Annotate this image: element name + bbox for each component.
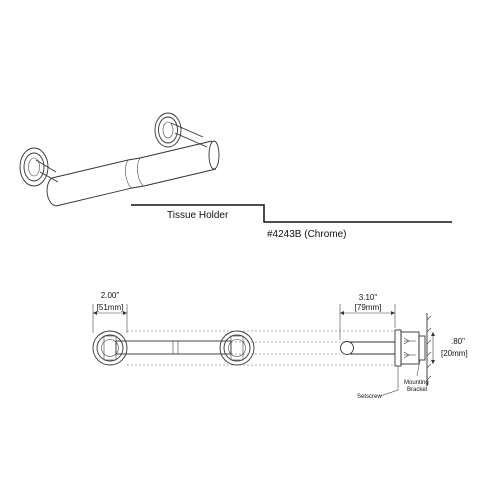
left-rosette: [19, 147, 49, 187]
side-post: [350, 341, 395, 355]
side-rosette-plate: [394, 329, 420, 367]
projection-metric: [79mm]: [355, 303, 382, 312]
rosette-width-imperial: 2.00": [101, 291, 120, 300]
projection-guide-lines: [127, 330, 395, 366]
tissue-bar: [46, 140, 220, 207]
mounting-bracket: [418, 335, 426, 361]
model-number: #4243B (Chrome): [267, 229, 346, 240]
side-elevation-view: [340, 313, 432, 386]
front-left-rosette: [92, 330, 128, 366]
product-name: Tissue Holder: [167, 210, 229, 221]
isometric-product-illustration: [19, 112, 220, 207]
side-bar-end: [340, 341, 354, 355]
right-post: [170, 122, 208, 148]
title-block: Tissue Holder #4243B (Chrome): [131, 204, 452, 240]
mounting-bracket-label-line1: Mounting: [404, 380, 429, 386]
wall-surface: [426, 313, 432, 386]
mounting-bracket-label-line2: Bracket: [407, 387, 428, 393]
projection-dimension: 3.10" [79mm]: [339, 293, 396, 340]
setscrew-label: Setscrew: [357, 394, 382, 400]
rosette-depth-dimension: .80" [20mm]: [431, 332, 468, 364]
front-elevation-view: [92, 330, 255, 366]
right-rosette: [154, 112, 182, 148]
mounting-bracket-callout: Mounting Bracket: [404, 359, 429, 393]
rosette-depth-imperial: .80": [451, 337, 465, 346]
rosette-width-metric: [51mm]: [97, 303, 124, 312]
left-post: [35, 159, 59, 183]
rosette-width-dimension: 2.00" [51mm]: [92, 291, 128, 333]
front-bar: [115, 340, 232, 355]
projection-imperial: 3.10": [359, 293, 378, 302]
front-right-rosette: [219, 330, 255, 366]
setscrew-callout: Setscrew: [357, 366, 399, 400]
rosette-depth-metric: [20mm]: [441, 349, 468, 358]
